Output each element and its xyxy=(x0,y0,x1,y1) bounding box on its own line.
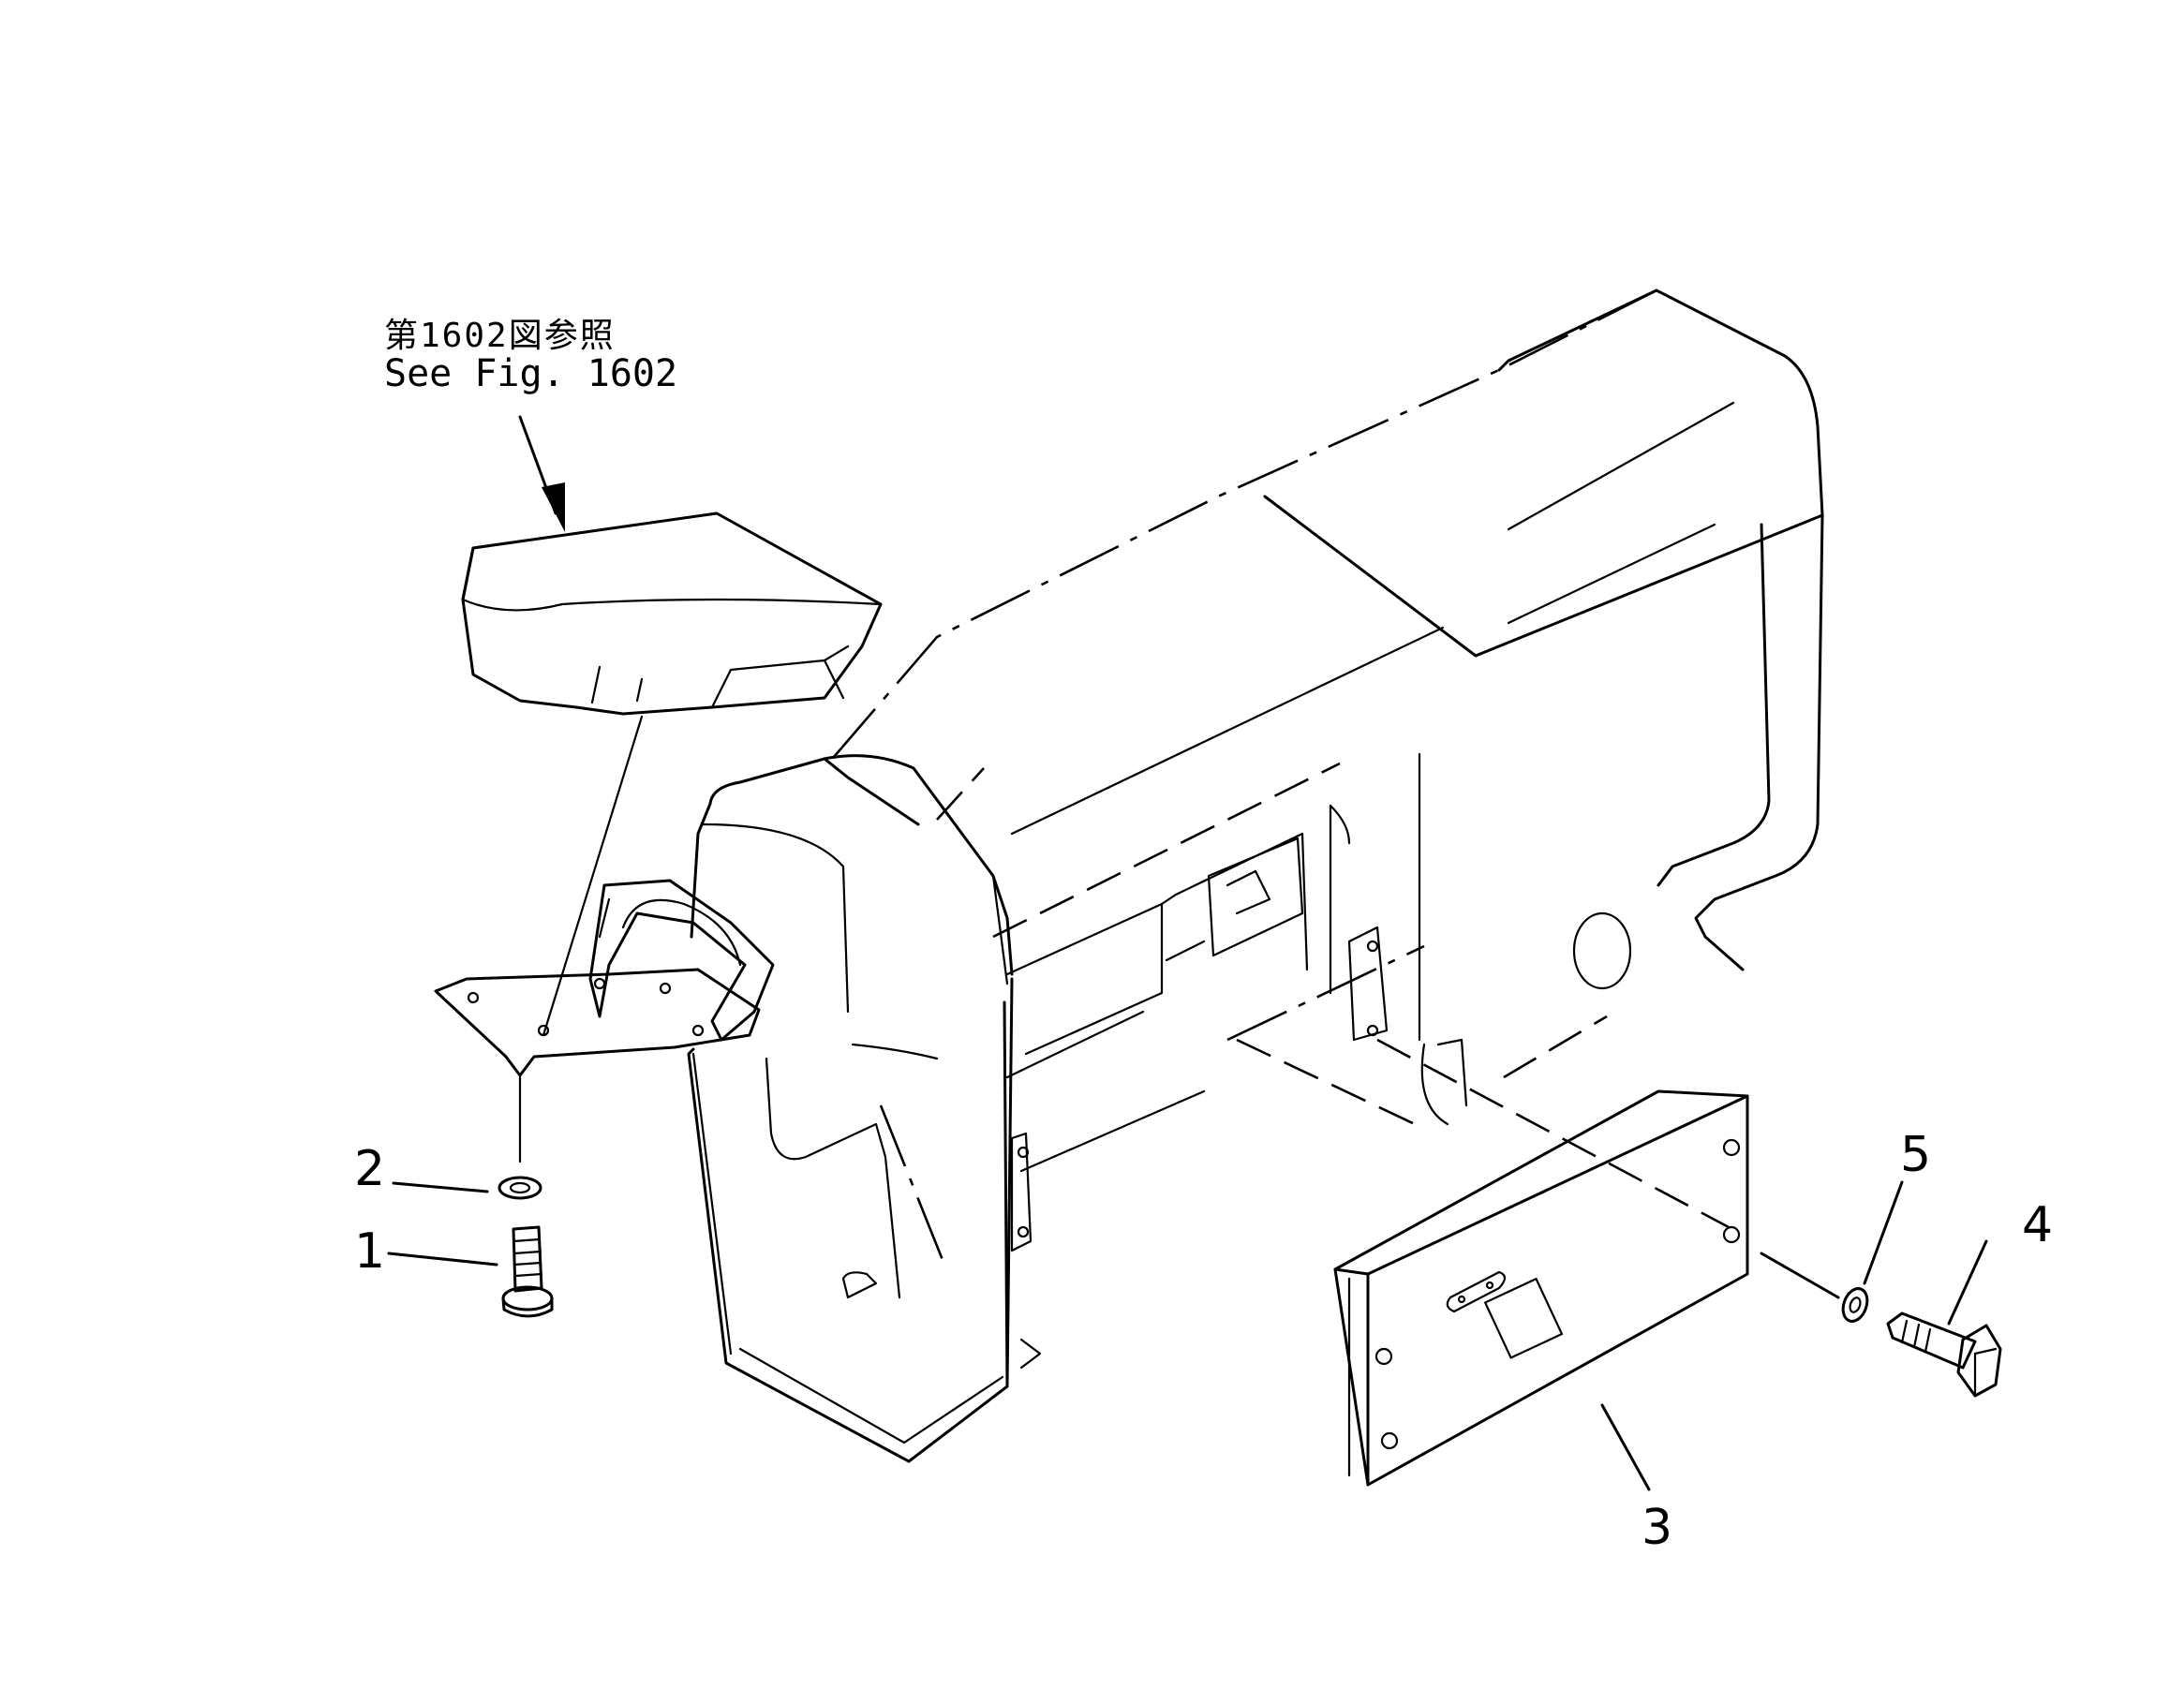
bolt-part-1 xyxy=(501,1225,554,1318)
washer-part-5 xyxy=(1841,1287,1869,1323)
callout-4: 4 xyxy=(2022,1197,2054,1253)
callout-5: 5 xyxy=(1900,1127,1932,1183)
seat-cushion xyxy=(461,511,883,716)
callout-leaders xyxy=(387,1180,1988,1491)
callout-3: 3 xyxy=(1642,1500,1673,1556)
callout-1: 1 xyxy=(354,1223,386,1280)
callout-2: 2 xyxy=(354,1141,386,1197)
reference-note: 第1602図参照 See Fig. 1602 xyxy=(384,319,677,393)
cover-plate xyxy=(1333,1089,1749,1487)
bolt-part-4 xyxy=(1886,1311,2002,1398)
seat-alignment-line xyxy=(542,715,644,1037)
frame-body xyxy=(687,289,1824,1463)
reference-note-japanese: 第1602図参照 xyxy=(384,317,616,355)
reference-note-english: See Fig. 1602 xyxy=(384,351,678,395)
reference-arrow xyxy=(518,415,565,532)
washer-part-2 xyxy=(498,1176,542,1200)
mounting-plate xyxy=(434,879,775,1163)
cover-alignment-line xyxy=(1376,1038,1730,1229)
